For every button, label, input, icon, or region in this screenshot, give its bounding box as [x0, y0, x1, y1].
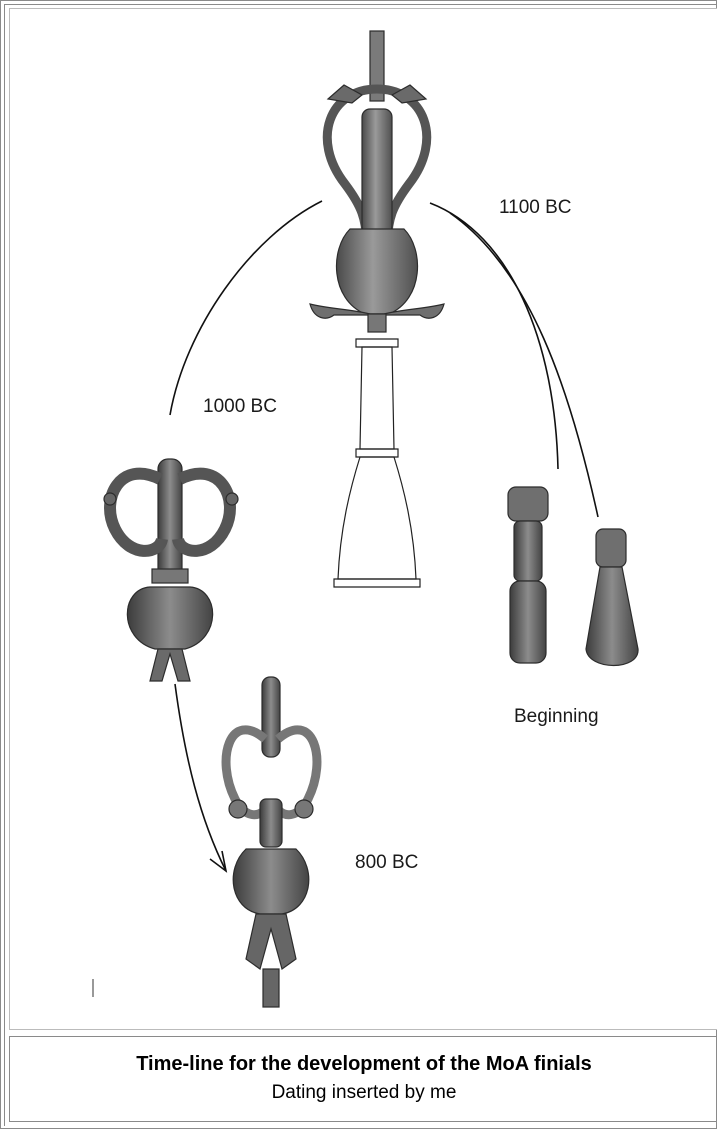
finial-beginning-b [586, 529, 638, 666]
finial-beginning-a [508, 487, 548, 663]
label-1000bc: 1000 BC [203, 396, 277, 418]
figure-image: 1100 BC 1000 BC 800 BC Beginning [9, 8, 717, 1030]
caption-subtitle: Dating inserted by me [10, 1082, 717, 1104]
scan-mark [92, 979, 94, 997]
finial-1100bc [310, 31, 444, 332]
label-beginning: Beginning [514, 706, 599, 728]
finial-800bc [226, 677, 317, 1007]
arc-1100-to-beginning-b [450, 213, 598, 517]
caption-box: Time-line for the development of the MoA… [9, 1036, 717, 1122]
arc-1100-to-1000 [170, 201, 322, 415]
finial-base-drawing [334, 339, 420, 587]
arc-1100-to-beginning-a [430, 203, 558, 469]
label-800bc: 800 BC [355, 852, 418, 874]
caption-title: Time-line for the development of the MoA… [10, 1053, 717, 1076]
label-1100bc: 1100 BC [499, 197, 572, 219]
arc-1000-to-800 [175, 684, 226, 871]
finial-1000bc [104, 459, 238, 681]
finials-illustration [10, 9, 717, 1029]
